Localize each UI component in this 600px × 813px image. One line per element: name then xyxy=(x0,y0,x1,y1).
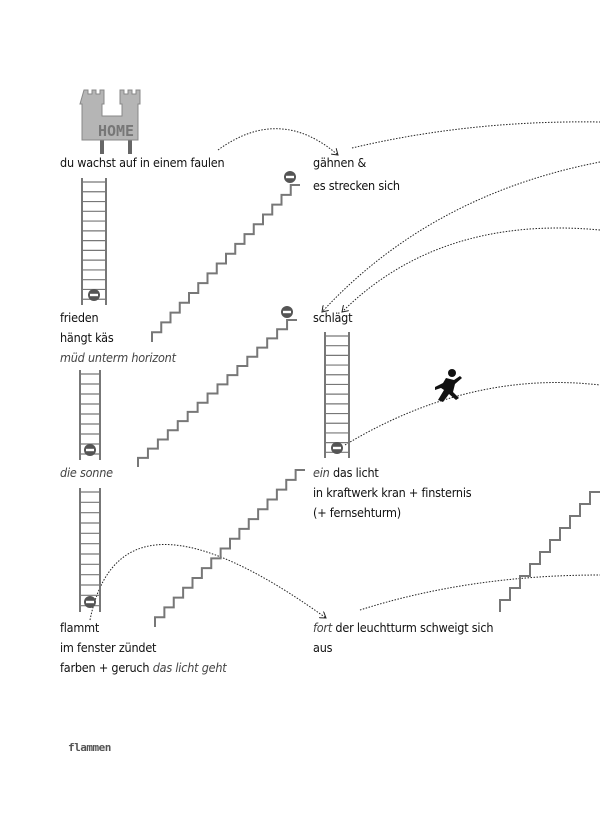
poem-line: frieden xyxy=(60,310,99,325)
running-figure-icon xyxy=(435,369,462,402)
ladder-icon xyxy=(79,488,101,612)
no-entry-sign-icon xyxy=(284,171,296,183)
staircase-icon xyxy=(499,491,600,612)
ladder-icon xyxy=(324,332,350,458)
poem-line: aus xyxy=(313,640,333,655)
no-entry-sign-icon xyxy=(84,444,96,456)
text: farben + geruch xyxy=(60,660,153,675)
poem-line: flammt xyxy=(60,620,100,635)
poem-line: die sonne xyxy=(60,465,113,480)
poem-line: gähnen & xyxy=(313,155,367,170)
ladder-icon xyxy=(81,178,107,305)
italic-phrase: das licht geht xyxy=(152,660,227,675)
poem-line: farben + geruch das licht geht xyxy=(60,658,227,678)
poem-line: schlägt xyxy=(313,310,353,325)
svg-text:HOME: HOME xyxy=(98,122,134,140)
poem-line: es strecken sich xyxy=(313,178,400,193)
dotted-arrows xyxy=(89,121,600,621)
italic-word: fort xyxy=(313,620,333,635)
text: das licht xyxy=(329,465,379,480)
poem-line: hängt käs xyxy=(60,330,114,345)
no-entry-sign-icon xyxy=(281,306,293,318)
italic-word: ein xyxy=(313,465,330,480)
home-sign-icon: HOME xyxy=(79,89,141,154)
poem-line: du wachst auf in einem faulen xyxy=(60,155,225,170)
poem-line: müd unterm horizont xyxy=(60,350,176,365)
footer-title: flammen xyxy=(68,741,111,754)
poem-line: fort der leuchtturm schweigt sich xyxy=(313,618,493,638)
poem-line: im fenster zündet xyxy=(60,640,157,655)
text: der leuchtturm schweigt sich xyxy=(332,620,494,635)
staircase-icon xyxy=(151,184,300,342)
staircase-icon xyxy=(154,469,305,627)
staircase-icon xyxy=(137,319,297,467)
poem-line: (+ fernsehturm) xyxy=(313,505,401,520)
no-entry-sign-icon xyxy=(88,289,100,301)
poem-line: ein das licht xyxy=(313,463,379,483)
no-entry-sign-icon xyxy=(331,442,343,454)
poem-line: in kraftwerk kran + finsternis xyxy=(313,485,472,500)
no-entry-sign-icon xyxy=(84,596,96,608)
